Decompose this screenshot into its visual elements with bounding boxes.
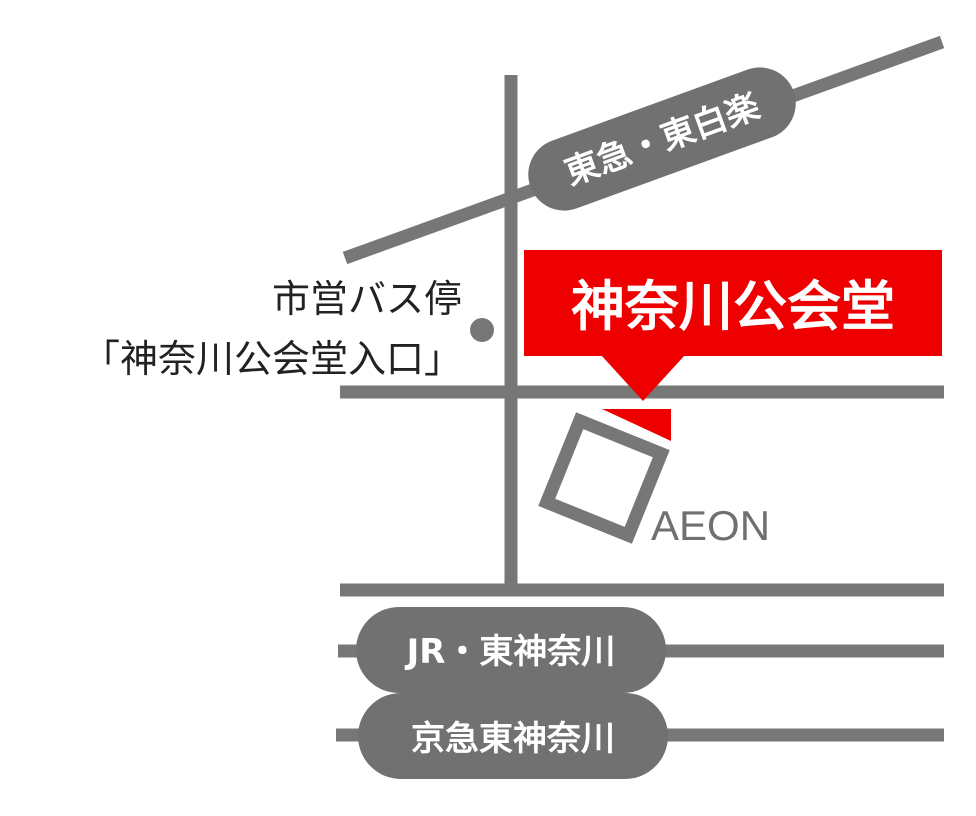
destination-callout: 神奈川公会堂 [524,250,942,401]
bus-stop-subname: 「神奈川公会堂入口」 [82,337,462,381]
destination-pointer [601,355,685,401]
bus-stop-name: 市営バス停 [272,277,462,321]
keikyu-station-pill [358,693,668,779]
jr-station-label: JR・東神奈川 [405,632,616,672]
tokyu-station-pill [528,67,796,211]
tokyu-line: 東急・東白楽 [342,35,945,265]
destination-banner [524,250,942,356]
keikyu-station-label: 京急東神奈川 [411,719,615,759]
bus-stop-marker [470,318,494,342]
aeon-building-outline [538,412,670,544]
jr-station-pill [356,607,666,693]
aeon-label: AEON [651,502,770,549]
hall-building-marker [602,409,671,441]
bus-stop: 市営バス停 「神奈川公会堂入口」 [82,277,494,381]
keikyu-line: 京急東神奈川 [336,693,944,779]
jr-line: JR・東神奈川 [338,607,944,693]
aeon-building: AEON [538,412,770,549]
destination-label: 神奈川公会堂 [571,275,895,338]
